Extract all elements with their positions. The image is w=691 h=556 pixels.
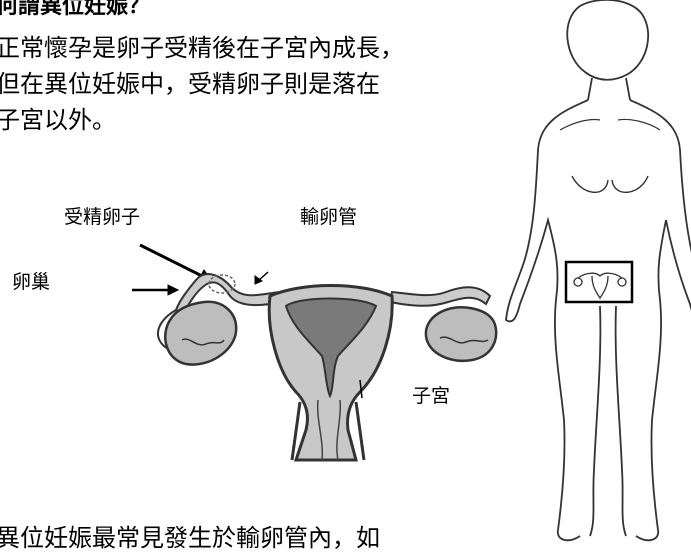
intro-line: 但在異位妊娠中，受精卵子則是落在 xyxy=(0,70,380,98)
right-ovary xyxy=(424,305,498,363)
right-fallopian-tube xyxy=(388,286,492,307)
fertilized-egg-marker xyxy=(208,274,236,294)
label-ovary: 卵巢 xyxy=(12,271,51,293)
uterine-cavity xyxy=(284,297,378,399)
pelvis-highlight-box xyxy=(564,260,634,304)
page-heading: 何謂異位妊娠？ xyxy=(0,0,151,19)
cervix xyxy=(290,401,366,461)
intro-line: 子宮以外。 xyxy=(0,106,116,134)
label-fallopian-tube: 輸卵管 xyxy=(300,206,358,228)
intro-paragraph: 正常懷孕是卵子受精後在子宮內成長， 但在異位妊娠中，受精卵子則是落在 子宮以外。 xyxy=(0,30,556,138)
intro-line: 正常懷孕是卵子受精後在子宮內成長， xyxy=(0,34,404,62)
label-fertilized-egg: 受精卵子 xyxy=(64,206,141,228)
label-uterus: 子宮 xyxy=(412,385,451,407)
bottom-text-line: 異位妊娠最常見發生於輸卵管內，如 xyxy=(0,524,380,552)
left-ovary xyxy=(164,300,238,366)
